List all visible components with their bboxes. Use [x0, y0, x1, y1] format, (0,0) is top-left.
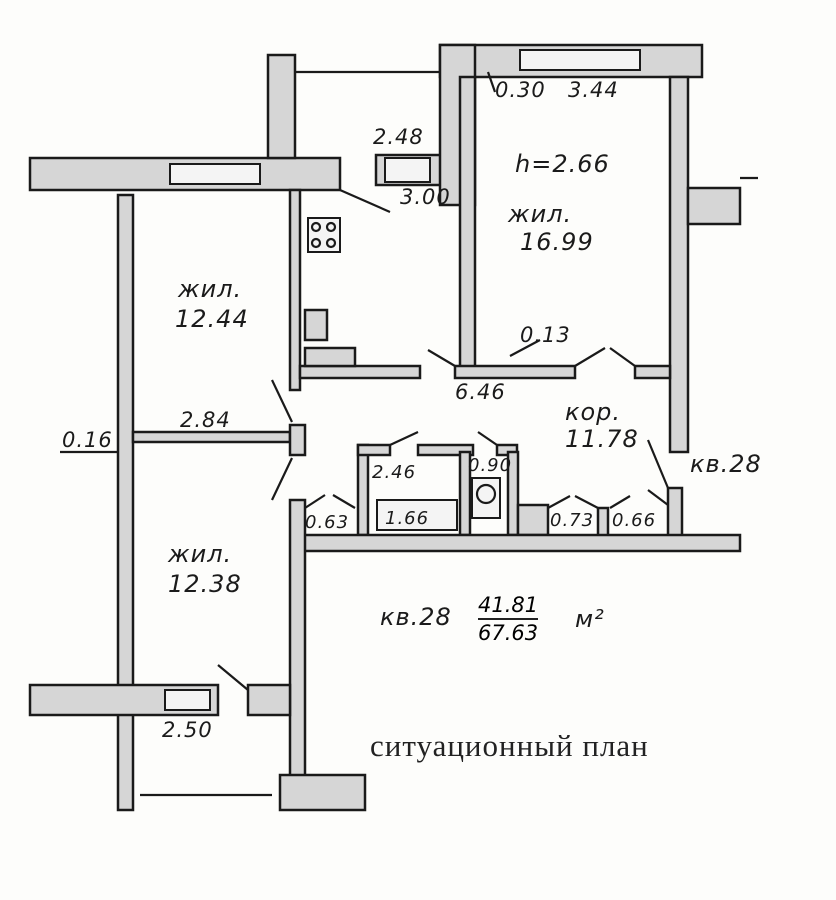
wall [596, 506, 610, 538]
dim-label: 2.50 [162, 718, 213, 742]
room-area: 12.44 [175, 305, 249, 333]
room-type: кор. [565, 398, 622, 426]
dim-label: 0.73 [550, 510, 595, 531]
wall [246, 683, 292, 717]
wall [356, 443, 370, 537]
wall [288, 188, 302, 392]
wall [633, 364, 672, 380]
ceiling-height: h=2.66 [515, 150, 610, 178]
dim-label: 0.30 [495, 78, 546, 102]
total-area: 67.63 [478, 621, 539, 645]
counter [303, 346, 357, 368]
room-type: жил. [168, 540, 233, 568]
dim-label: 0.90 [468, 455, 513, 476]
wall [686, 186, 742, 226]
summary-apartment: кв.28 [380, 603, 452, 631]
room-area: 11.78 [565, 425, 639, 453]
area-unit: м² [575, 605, 605, 633]
window [519, 49, 641, 71]
dim-label: 0.13 [520, 323, 571, 347]
wall [131, 430, 292, 444]
wall [278, 773, 367, 812]
window [164, 689, 211, 711]
dim-label: 2.48 [373, 125, 424, 149]
wall [668, 75, 690, 454]
dim-label: 0.16 [62, 428, 113, 452]
wall [453, 364, 577, 380]
dim-label: 3.44 [568, 78, 619, 102]
wall [458, 75, 477, 369]
wall [288, 423, 307, 457]
wall [266, 53, 297, 160]
dim-label: 0.63 [305, 512, 350, 533]
dim-label: 1.66 [385, 508, 430, 529]
apartment-label: кв.28 [690, 450, 762, 478]
window [384, 157, 431, 183]
dim-label: 3.00 [400, 185, 451, 209]
wall [356, 443, 392, 457]
sink [303, 308, 329, 342]
room-type: жил. [508, 200, 573, 228]
dim-label: 6.46 [455, 380, 506, 404]
wall [516, 503, 550, 537]
room-area: 16.99 [520, 228, 594, 256]
room-area: 12.38 [168, 570, 242, 598]
room-type: жил. [178, 275, 243, 303]
wall [298, 533, 742, 553]
window [169, 163, 261, 185]
dim-label: 2.46 [372, 462, 417, 483]
wall [416, 443, 475, 457]
plan-title: ситуационный план [370, 728, 649, 763]
living-area: 41.81 [478, 592, 539, 620]
dim-label: 2.84 [180, 408, 231, 432]
bathtub [376, 499, 458, 531]
area-fraction: 41.81 67.63 [478, 592, 539, 646]
wall [666, 486, 684, 538]
wall [288, 498, 307, 787]
wall [116, 193, 135, 812]
wall [298, 364, 422, 380]
dim-label: 0.66 [612, 510, 657, 531]
